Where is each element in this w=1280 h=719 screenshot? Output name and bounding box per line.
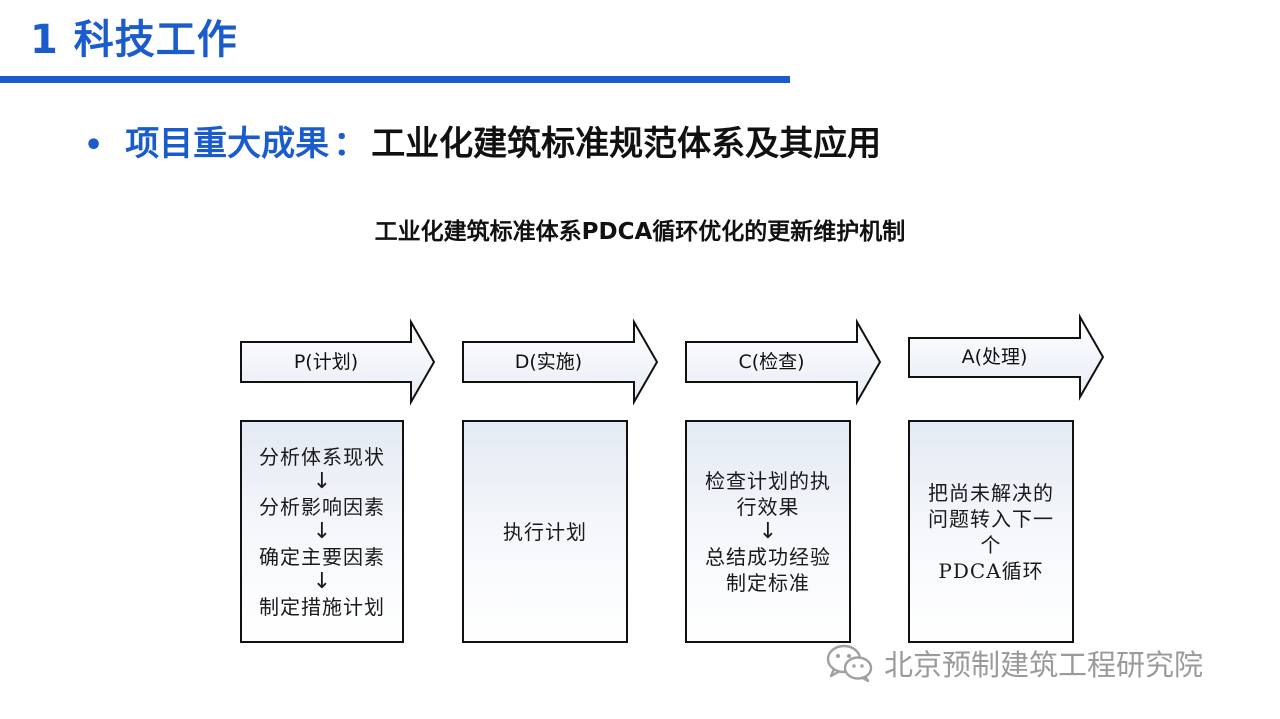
step-p-line-4: 制定措施计划: [259, 594, 385, 619]
step-p-line-2: 分析影响因素: [259, 494, 385, 519]
wechat-icon: [826, 644, 873, 683]
step-box-p: 分析体系现状 ↓ 分析影响因素 ↓ 确定主要因素 ↓ 制定措施计划: [240, 420, 404, 643]
step-a-line-2: 问题转入下一: [928, 506, 1054, 531]
bullet-label: 项目重大成果: [125, 124, 330, 164]
step-a-line-4: PDCA循环: [938, 558, 1044, 583]
arrow-label-p: P(计划): [293, 351, 359, 373]
step-c-line-3: 总结成功经验: [705, 544, 831, 569]
slide-title: 1 科技工作: [30, 17, 238, 63]
arrow-label-c: C(检查): [738, 351, 805, 373]
step-p-line-1: 分析体系现状: [259, 444, 385, 469]
arrow-shape-p: [240, 318, 436, 406]
arrow-shape-c: [685, 318, 882, 406]
step-c-line-1: 检查计划的执: [705, 468, 831, 493]
watermark-text: 北京预制建筑工程研究院: [884, 648, 1204, 682]
arrow-label-a: A(处理): [961, 346, 1028, 368]
arrow-shape-d: [462, 318, 659, 406]
bullet-separator: ：: [333, 124, 368, 164]
step-a-line-3: 个: [980, 532, 1002, 557]
down-arrow-icon: ↓: [312, 568, 332, 594]
step-box-d: 执行计划: [462, 420, 628, 643]
title-underline: [0, 76, 790, 83]
step-c-line-2: 行效果: [736, 494, 800, 519]
down-arrow-icon: ↓: [758, 518, 778, 544]
diagram-title: 工业化建筑标准体系PDCA循环优化的更新维护机制: [374, 219, 906, 245]
down-arrow-icon: ↓: [312, 518, 332, 544]
watermark: 北京预制建筑工程研究院: [826, 640, 1203, 686]
bullet-heading: • 项目重大成果：工业化建筑标准规范体系及其应用: [84, 118, 881, 172]
step-box-a: 把尚未解决的 问题转入下一 个 PDCA循环: [908, 420, 1074, 643]
step-a-line-1: 把尚未解决的: [928, 480, 1054, 505]
arrow-label-d: D(实施): [514, 351, 583, 373]
bullet-text: 工业化建筑标准规范体系及其应用: [371, 124, 882, 164]
down-arrow-icon: ↓: [312, 468, 332, 494]
bullet-dot-icon: •: [84, 128, 104, 163]
step-p-line-3: 确定主要因素: [259, 544, 385, 569]
step-d-line-1: 执行计划: [503, 519, 587, 544]
arrow-shape-a: [908, 313, 1105, 401]
step-box-c: 检查计划的执 行效果 ↓ 总结成功经验 制定标准: [685, 420, 851, 643]
step-c-line-4: 制定标准: [726, 570, 810, 595]
